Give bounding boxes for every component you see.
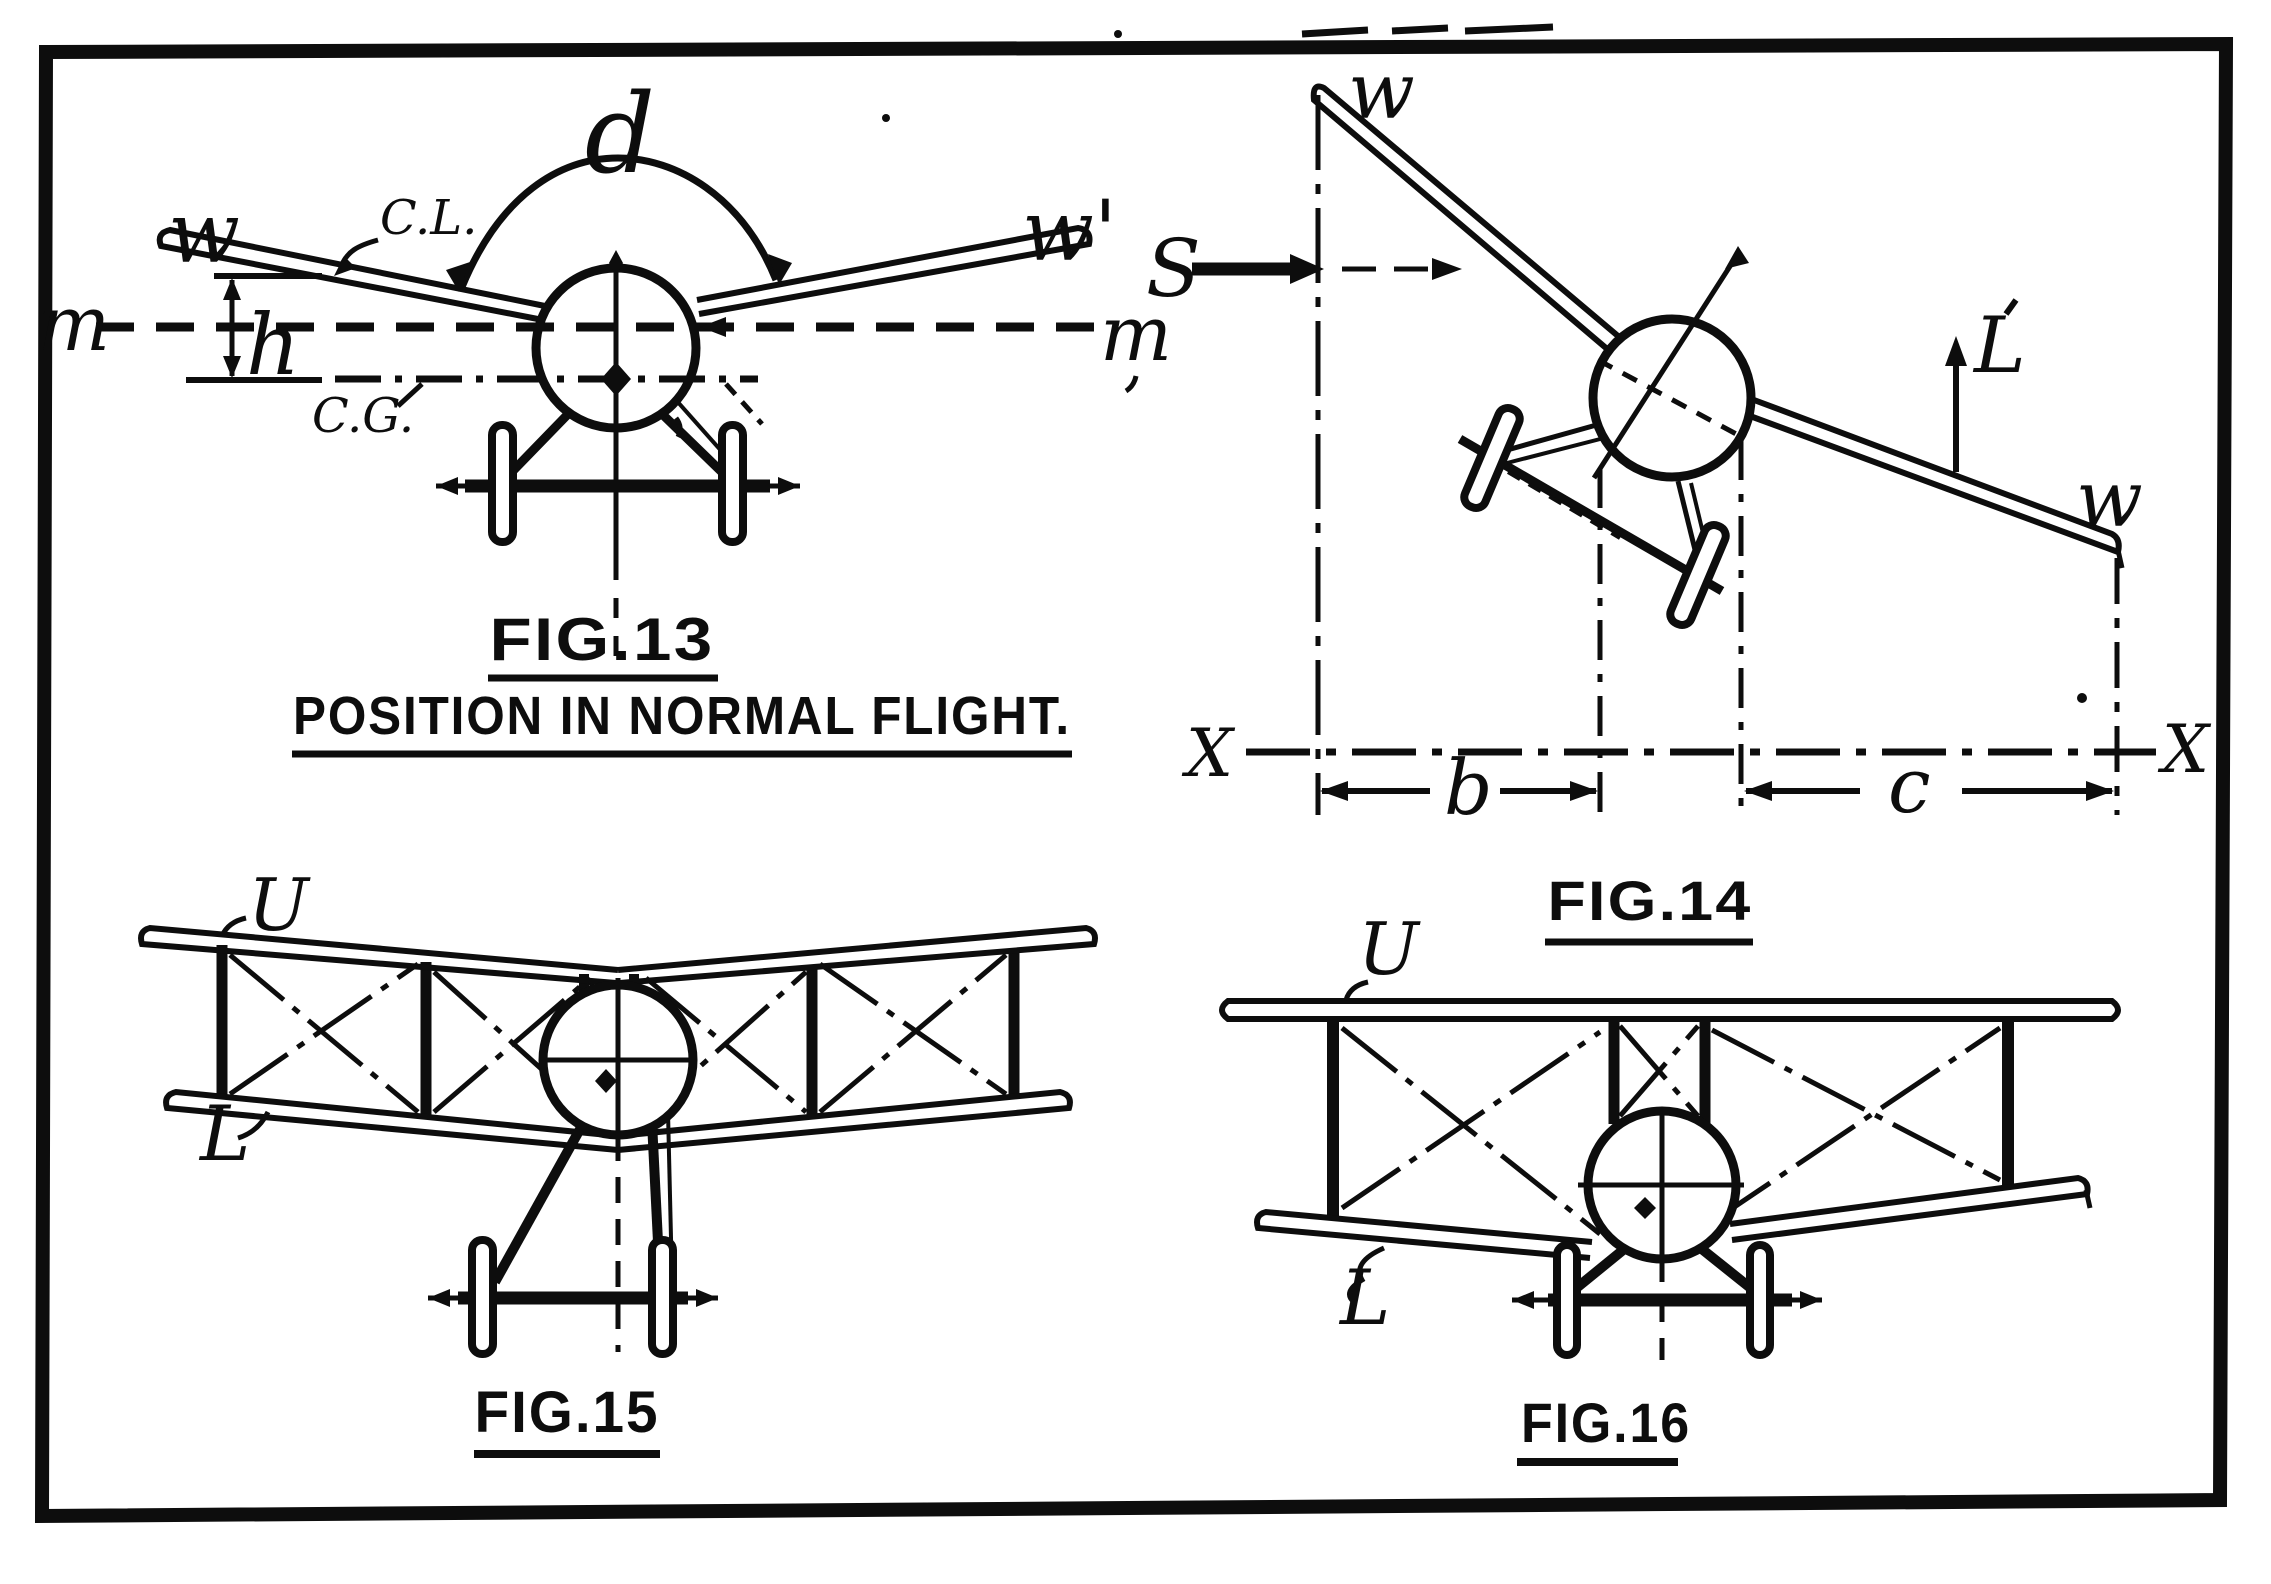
- fig14-sideforce-arrow: [1192, 254, 1462, 284]
- fig13-caption: FIG.13: [490, 606, 715, 673]
- fig16-caption: FIG.16: [1521, 1391, 1691, 1454]
- fig13-monoplane-front-view: d C.L. h: [38, 70, 1172, 758]
- fig15-biplane-front-view: U L FIG.15: [138, 863, 1098, 1458]
- fig13-m-datum-line: [96, 317, 1139, 394]
- fig16-label-lower: L: [1338, 1253, 1390, 1342]
- fig16-upper-wing: [1219, 998, 2121, 1022]
- fig13-label-dihedral: d: [585, 70, 655, 198]
- fig15-lower-wing-left: [163, 1088, 619, 1153]
- fig14-label-sideforce: S: [1146, 222, 1201, 315]
- fig14-label-x-right: X: [2157, 711, 2212, 788]
- fig14-lift-arrow: [1945, 298, 2019, 472]
- fig15-centre-lines: [542, 978, 696, 1352]
- fig15-label-upper: U: [248, 863, 311, 947]
- fig13-right-wing: [696, 224, 1093, 317]
- fig15-label-lower: L: [198, 1089, 250, 1178]
- fig14-label-wing-right: w: [2076, 455, 2143, 545]
- fig16-upper-leader: [1343, 979, 1369, 1001]
- fig13-cg-line: [335, 375, 764, 439]
- scan-noise-marks: [1301, 23, 1554, 38]
- fig16-bracing-wires: [1340, 1024, 2002, 1236]
- fig14-left-wing: [1310, 83, 1620, 351]
- fig14-label-b: b: [1444, 743, 1493, 832]
- fig14-label-c: c: [1888, 741, 1931, 830]
- fig15-upper-wing-left: [138, 924, 619, 986]
- fig13-left-wing: [156, 226, 546, 323]
- fig14-label-lift: L: [1972, 301, 2026, 391]
- fig13-right-wheel: [718, 421, 747, 546]
- fig14-fuselage: [1588, 314, 1756, 482]
- fig16-landing-gear: [1512, 1241, 1822, 1359]
- fig14-dimension-b: [1320, 781, 1598, 801]
- fig16-lower-leader: [1347, 1245, 1386, 1304]
- fig13-subcaption: POSITION IN NORMAL FLIGHT.: [293, 686, 1071, 746]
- fig16-cg-dot: [1634, 1197, 1656, 1219]
- fig14-left-wheel: [1460, 404, 1524, 512]
- fig14-landing-gear: [1457, 404, 1730, 629]
- fig14-propeller-axis: [1591, 246, 1749, 480]
- fig15-left-wheel: [468, 1236, 497, 1358]
- fig16-label-upper: U: [1358, 907, 1421, 991]
- fig15-upper-wing-right: [617, 924, 1098, 986]
- fig16-centre-lines: [1578, 1112, 1744, 1360]
- fig16-right-wheel: [1746, 1241, 1774, 1359]
- fig13-dihedral-arc: [446, 154, 792, 292]
- fig16-left-wheel: [1553, 1241, 1581, 1359]
- fig15-lower-wing-right: [617, 1088, 1073, 1153]
- fig14-dimension-c: [1744, 781, 2114, 801]
- fig14-caption: FIG.14: [1548, 869, 1753, 932]
- fig15-cg-dot: [595, 1069, 617, 1093]
- fig14-banked-aeroplane-view: S w w L: [1146, 47, 2212, 946]
- fig16-struts: [1327, 1019, 2014, 1216]
- fig15-upper-leader: [219, 915, 247, 938]
- fig13-label-wing-right: w': [1022, 182, 1117, 280]
- fig13-label-cg: C.G.: [312, 388, 414, 444]
- fig13-label-wing-left: w: [168, 184, 240, 282]
- fig14-label-x-left: X: [1181, 715, 1236, 792]
- fig15-caption: FIG.15: [475, 1380, 660, 1445]
- fig14-right-wheel: [1666, 521, 1730, 629]
- fig13-left-wheel: [488, 421, 517, 546]
- fig13-landing-gear: [436, 398, 800, 546]
- fig16-lower-wing-right: [1729, 1174, 2091, 1243]
- fig16-biplane-front-view: U L FIG.16: [1219, 907, 2121, 1466]
- page-border: [34, 23, 2234, 1524]
- fig14-label-wing-top: w: [1348, 47, 1415, 137]
- fig14-right-wing: [1748, 397, 2122, 556]
- fig13-chord-leader: [334, 237, 379, 276]
- fig13-label-m-right: m: [1100, 289, 1172, 378]
- fig15-lower-leader: [237, 1110, 271, 1141]
- fig13-label-m-left: m: [38, 279, 110, 368]
- fig16-lower-wing-left: [1254, 1208, 1593, 1261]
- fig13-label-chord-line: C.L.: [380, 190, 477, 246]
- fig15-landing-gear: [428, 1111, 718, 1358]
- fig15-right-wheel: [648, 1236, 677, 1358]
- fig13-label-height: h: [246, 296, 300, 394]
